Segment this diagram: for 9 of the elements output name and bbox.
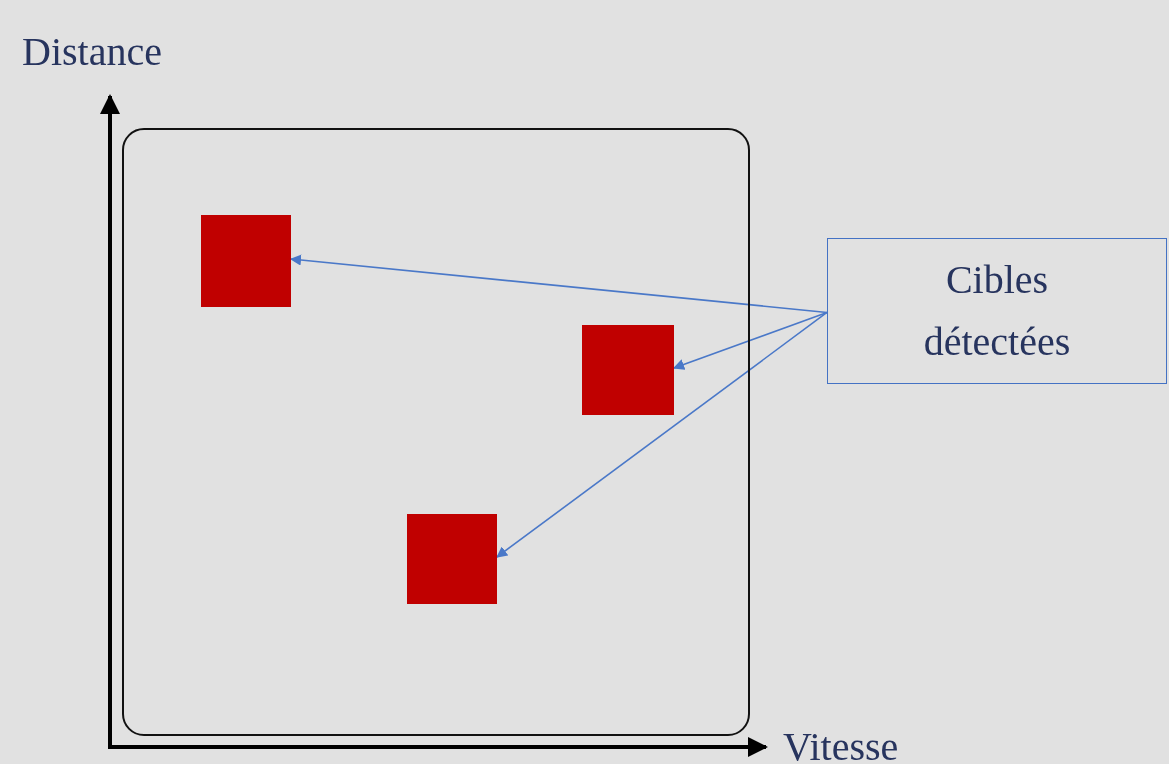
- axis-label: Distance: [22, 32, 162, 72]
- target-square: [201, 215, 291, 307]
- target-square: [407, 514, 497, 604]
- callout-text: Cibles détectées: [922, 256, 1072, 366]
- axis-label: Vitesse: [783, 727, 899, 764]
- plot-frame: [122, 128, 750, 736]
- callout-box: [827, 238, 1167, 384]
- target-square: [582, 325, 674, 415]
- arrow: [496, 311, 828, 558]
